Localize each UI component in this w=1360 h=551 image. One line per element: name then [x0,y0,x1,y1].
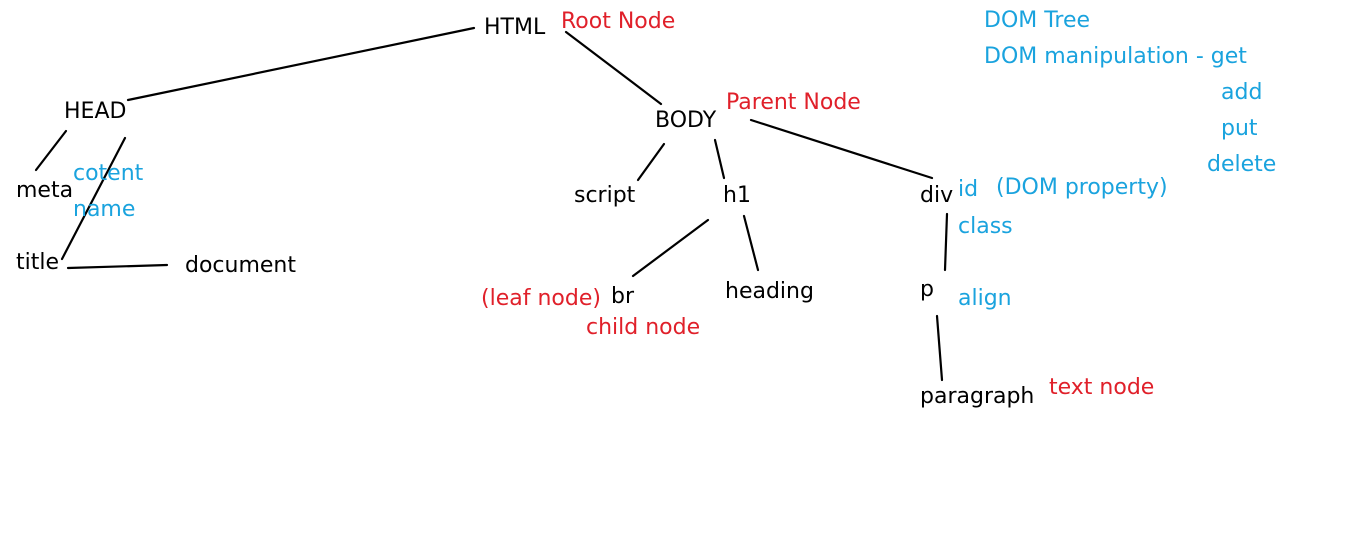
annotation-cotent: cotent [73,161,144,186]
annotation-dom-property: (DOM property) [996,175,1168,200]
node-title: title [16,250,60,275]
annotation-class: class [958,214,1013,239]
annotation-name: name [73,197,136,222]
annotation-leaf-node: (leaf node) [481,286,601,311]
node-heading: heading [725,279,814,304]
edge-p-paragraph [935,314,944,382]
annotation-add: add [1221,80,1263,105]
node-script: script [574,183,636,208]
node-document: document [185,253,296,278]
edge-title-document [66,263,169,270]
edge-body-script [636,142,666,182]
node-meta: meta [16,178,74,203]
annotation-dom-manipulation: DOM manipulation - get [984,44,1247,69]
annotation-delete: delete [1207,152,1277,177]
node-paragraph: paragraph [920,384,1035,409]
node-p: p [920,277,934,302]
node-br: br [611,284,635,309]
edge-html-head [126,26,476,102]
node-h1: h1 [723,183,751,208]
edge-body-div [749,118,934,180]
node-head: HEAD [64,99,127,124]
edge-div-p [943,212,949,272]
annotation-dom-tree: DOM Tree [984,8,1091,33]
annotation-align: align [958,286,1012,311]
annotation-root-node: Root Node [561,9,676,34]
node-html: HTML [484,15,546,40]
annotation-parent-node: Parent Node [726,90,861,115]
edge-h1-heading [742,214,760,272]
edge-head-title [60,136,127,261]
edge-html-body [564,30,663,106]
edge-h1-br [631,218,710,278]
annotation-text-node: text node [1049,375,1155,400]
annotation-id: id [958,177,979,202]
node-body: BODY [655,108,717,133]
edge-body-h1 [713,138,726,180]
node-div: div [920,183,954,208]
annotation-child-node: child node [586,315,701,340]
edge-head-meta [34,129,68,172]
annotation-put: put [1221,116,1258,141]
